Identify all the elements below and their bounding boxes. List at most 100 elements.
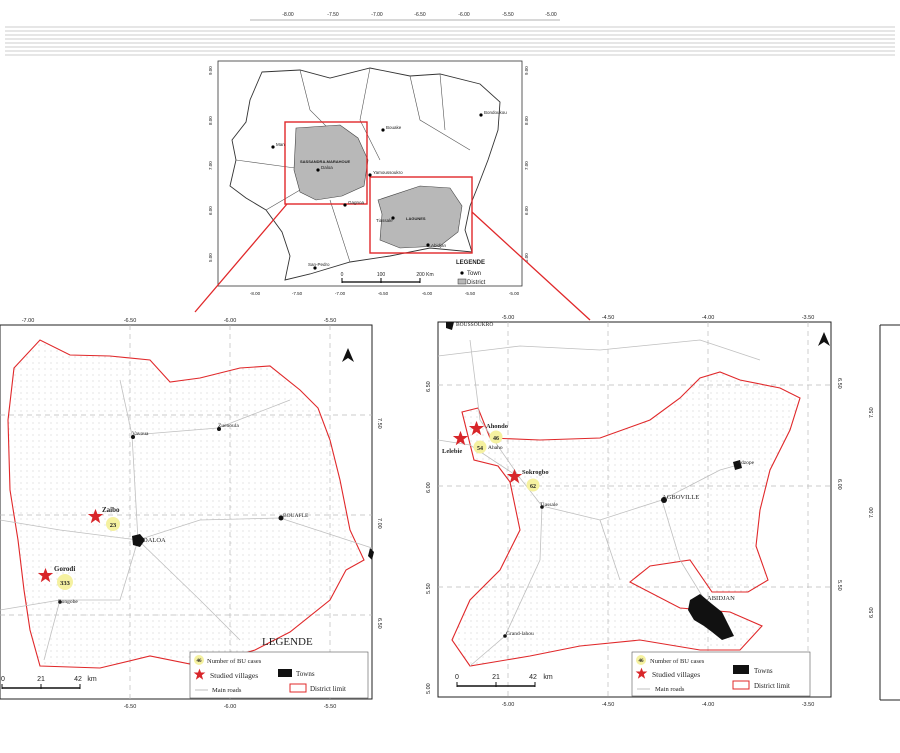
scale-label: 100: [377, 272, 386, 278]
connector-left: [194, 203, 288, 313]
tick-label: -8.00: [282, 12, 294, 18]
tick-label: -4.50: [602, 702, 615, 708]
tick-label: -6.00: [224, 704, 237, 710]
legend-towns: Towns: [754, 667, 773, 675]
tick-label: -7.00: [22, 318, 35, 324]
village-gorodi: Gorodi 333: [37, 565, 75, 590]
town-label: Bouake: [386, 125, 402, 130]
village-lelebie: Lelebie 54: [442, 430, 487, 455]
right-legend: 46 Number of BU cases Studied villages M…: [631, 651, 811, 697]
tick-label: -7.50: [292, 291, 303, 296]
right-detail-map: BOUSSOUKRO Adzope AGBOVILLE Tiassale Gra…: [426, 315, 842, 708]
town-label: Adzope: [737, 460, 755, 466]
tick-label: 7.50: [869, 407, 875, 418]
case-count: 46: [493, 436, 499, 442]
tick-label: -6.50: [414, 12, 426, 18]
scale-label: 200 Km: [416, 272, 433, 278]
village-sokrogbo: Sokrogbo 62: [506, 468, 549, 492]
overview-scalebar: 0 100 200 Km: [341, 272, 434, 283]
overview-map: Man Bouake Bondoukou Yamoussoukro Daloa …: [217, 60, 523, 287]
north-arrow: [342, 348, 354, 362]
tick-label: 5.50: [836, 580, 842, 591]
tick-label: -3.50: [802, 702, 815, 708]
overview-legend: LEGENDE Town District: [456, 260, 486, 286]
far-right-panel: 7.50 7.00 6.50: [869, 324, 900, 701]
legend-cases: Number of BU cases: [650, 658, 705, 665]
tick-label: 5.00: [426, 683, 432, 694]
case-count: 333: [60, 580, 71, 587]
legend-title: LEGENDE: [456, 260, 485, 266]
tick-label: 8.00: [208, 116, 213, 125]
country-outline: [229, 67, 501, 281]
legend-district: District: [467, 280, 486, 286]
scale-label: km: [87, 676, 97, 683]
tick-label: 7.00: [376, 518, 382, 529]
legend-badge: 46: [197, 659, 203, 664]
header-noise: [5, 19, 895, 56]
tick-label: 7.00: [208, 161, 213, 170]
town-label: Yamoussoukro: [373, 170, 403, 175]
town-label: BOUAFLE: [283, 513, 309, 519]
village-ahondo: Ahondo 46: [468, 420, 508, 444]
tick-label: 7.50: [376, 418, 382, 429]
tick-label: -5.00: [502, 702, 515, 708]
tick-label: -6.00: [224, 318, 237, 324]
village-label: Lelebie: [442, 448, 462, 455]
village-label: Ahondo: [486, 423, 508, 430]
tick-label: -5.00: [502, 315, 515, 321]
tick-label: 8.00: [524, 116, 529, 125]
scale-label: 42: [529, 674, 537, 681]
town-label: Bondoukou: [484, 110, 507, 115]
tick-label: 9.00: [524, 66, 529, 75]
legend-towns: Towns: [296, 670, 315, 678]
scale-label: 21: [492, 674, 500, 681]
legend-cases: Number of BU cases: [207, 658, 262, 665]
scale-label: 0: [341, 272, 344, 278]
tick-label: 6.50: [869, 607, 875, 618]
tick-label: 6.00: [426, 482, 432, 493]
left-legend: 46 Number of BU cases Studied villages M…: [189, 651, 369, 699]
district-sassandra: [293, 124, 369, 201]
tick-label: -6.50: [124, 318, 137, 324]
town-label: Ahaho: [488, 445, 503, 451]
town-label: San-Pedro: [308, 262, 330, 267]
tick-label: 9.00: [208, 66, 213, 75]
case-count: 62: [530, 484, 536, 490]
town-label: Bongobe: [58, 599, 78, 605]
tick-label: -8.00: [250, 291, 261, 296]
town-label: Abidjan: [431, 243, 447, 248]
town-label: Gagnoa: [348, 200, 365, 205]
tick-label: -5.50: [324, 318, 337, 324]
main-roads: [437, 339, 761, 667]
north-arrow: [818, 332, 830, 346]
town-label: Tiassale: [540, 502, 558, 508]
district-label: SASSANDRA-MARAHOUE: [300, 159, 351, 164]
overview-box-right: [369, 176, 473, 254]
legend-villages: Studied villages: [652, 670, 700, 679]
tick-label: -4.50: [602, 315, 615, 321]
town-label: AGBOVILLE: [662, 494, 699, 501]
town-label: Tiassale: [376, 218, 393, 223]
tick-label: -6.50: [124, 704, 137, 710]
overview-box-left: [284, 121, 368, 205]
tick-label: -6.50: [378, 291, 389, 296]
tick-label: -5.50: [465, 291, 476, 296]
legend-roads: Main roads: [655, 686, 685, 693]
tick-label: -4.00: [702, 702, 715, 708]
overview-side-ticks: 9.00 8.00 7.00 6.00 5.00 9.00 8.00 7.00 …: [208, 66, 529, 262]
legend-title: LEGENDE: [262, 636, 313, 648]
overview-bottom-ticks: -8.00 -7.50 -7.00 -6.50 -6.00 -5.50 -5.0…: [250, 291, 520, 296]
tick-label: -7.00: [371, 12, 383, 18]
town-label: Daloa: [321, 165, 333, 170]
tick-label: -5.00: [509, 291, 520, 296]
tick-label: 6.00: [836, 479, 842, 490]
tick-label: 6.50: [426, 381, 432, 392]
scale-label: 42: [74, 676, 82, 683]
scale-label: 21: [37, 676, 45, 683]
right-scalebar: 0 21 42 km: [455, 674, 553, 687]
tick-label: -5.50: [502, 12, 514, 18]
left-scalebar: 0 21 42 km: [1, 676, 97, 689]
town-label: Zuenoula: [218, 423, 239, 429]
legend-limit: District limit: [754, 682, 790, 690]
district-lagunes: [377, 185, 463, 249]
